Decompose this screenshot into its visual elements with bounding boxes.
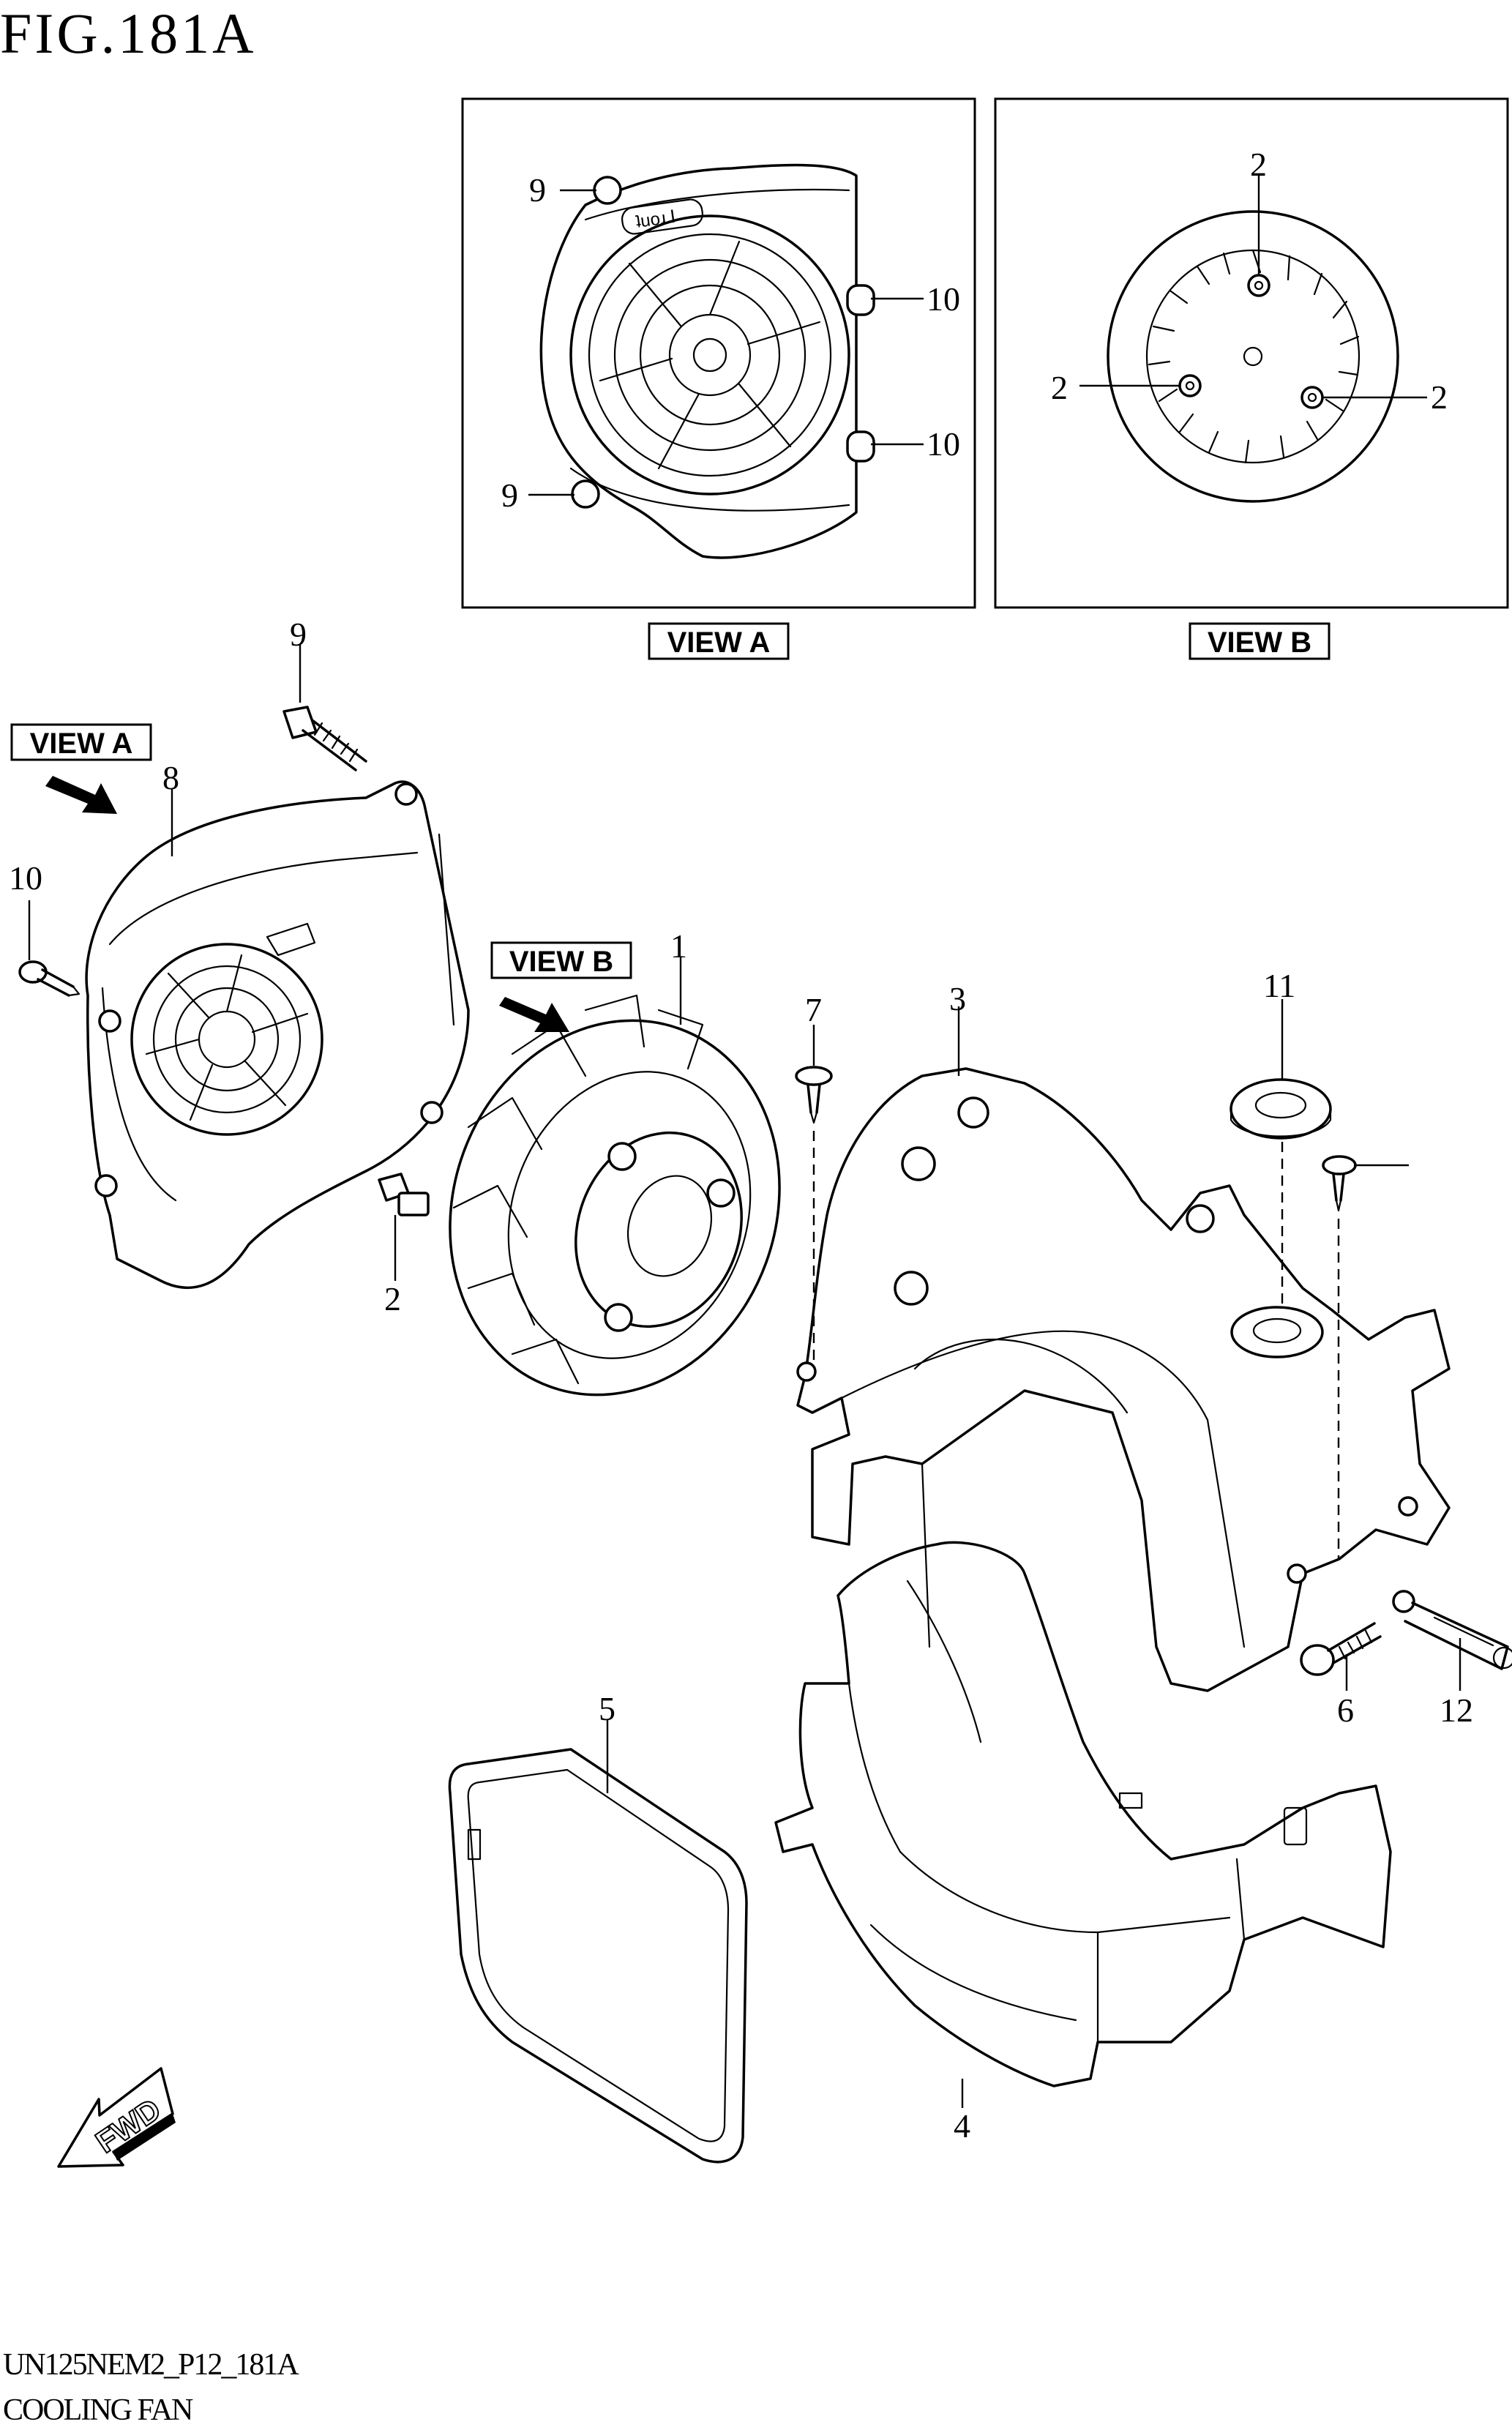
- part-7-screw: 7: [795, 991, 833, 1361]
- callout-6: 6: [1337, 1691, 1354, 1729]
- fan-blade-teeth: [1148, 249, 1360, 464]
- callout-10: 10: [9, 859, 42, 897]
- callout-2: 2: [384, 1280, 401, 1317]
- callout-10-view-a-bottom: 10: [927, 425, 960, 463]
- part-12-clamp: 12: [1392, 1590, 1512, 1729]
- figure-title: FIG.181A: [0, 1, 257, 65]
- figure-name: COOLING FAN: [3, 2393, 193, 2427]
- callout-9-view-a-top: 9: [529, 171, 546, 209]
- part-2-bolt: 2: [378, 1173, 430, 1317]
- callout-2-view-b-right: 2: [1431, 378, 1448, 416]
- figure-code: UN125NEM2_P12_181A: [3, 2348, 299, 2382]
- part-11-grommet: 11: [1230, 967, 1332, 1310]
- view-b-arrow: VIEW B: [490, 941, 632, 1032]
- svg-text:VIEW B: VIEW B: [509, 946, 613, 978]
- callout-9: 9: [290, 616, 307, 653]
- cover-screw: [1322, 1155, 1409, 1559]
- callout-5: 5: [599, 1690, 615, 1727]
- view-a-arrow: VIEW A: [10, 723, 152, 814]
- fwd-arrow: FWD: [57, 2067, 176, 2168]
- part-1-cooling-fan: 1: [449, 927, 781, 1397]
- callout-3: 3: [949, 980, 966, 1017]
- part-5-seal: 5: [448, 1690, 748, 2164]
- callout-8: 8: [162, 759, 179, 796]
- part-10-screw: 10: [9, 859, 81, 997]
- part-6-screw: 6: [1300, 1622, 1382, 1729]
- callout-7: 7: [805, 991, 822, 1028]
- callout-4: 4: [954, 2107, 970, 2145]
- view-b-inset: 2 2 2: [994, 97, 1509, 609]
- part-3-fan-cover: 3: [796, 980, 1451, 1692]
- callout-2-view-b-left: 2: [1051, 369, 1068, 406]
- callout-1: 1: [670, 927, 687, 965]
- part-8-fan-shroud: 8: [85, 759, 470, 1290]
- svg-text:VIEW B: VIEW B: [1208, 627, 1311, 659]
- callout-11: 11: [1263, 967, 1295, 1004]
- callout-12: 12: [1440, 1691, 1473, 1729]
- view-a-inset: ʇuoɹ⅃ 9 9 10 10: [461, 97, 976, 609]
- callout-2-view-b-top: 2: [1250, 146, 1267, 183]
- svg-text:VIEW A: VIEW A: [30, 728, 133, 760]
- svg-text:VIEW A: VIEW A: [667, 627, 771, 659]
- part-4-air-duct: 4: [774, 1541, 1392, 2145]
- callout-9-view-a-bottom: 9: [501, 476, 518, 514]
- view-b-label: VIEW B: [1189, 622, 1331, 660]
- part-9-bolt: 9: [282, 616, 367, 771]
- callout-10-view-a-top: 10: [927, 280, 960, 318]
- view-a-label: VIEW A: [648, 622, 790, 660]
